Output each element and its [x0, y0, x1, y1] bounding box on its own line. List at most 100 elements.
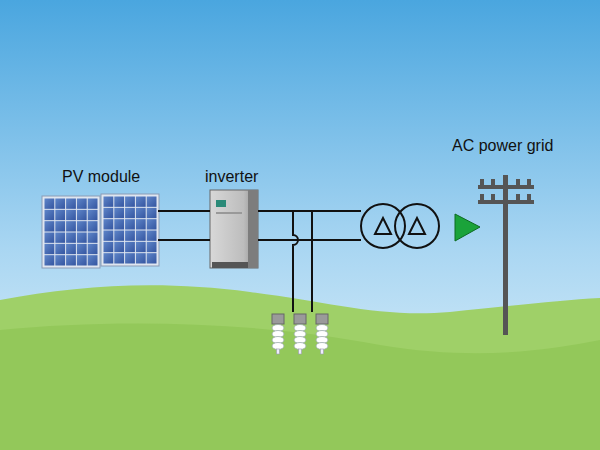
- green-hill-front: [0, 323, 600, 450]
- inverter-cabinet-part: [216, 200, 226, 207]
- light-bulb-part: [316, 343, 328, 350]
- transformer-symbol: [361, 204, 439, 248]
- pv-panel-part: [125, 219, 135, 229]
- utility-pole-part-part: [480, 194, 484, 200]
- wires-part: [258, 210, 361, 212]
- pv-panel-part: [147, 253, 157, 263]
- light-bulb-part: [272, 343, 284, 350]
- pv-panel-part: [136, 253, 146, 263]
- pv-panel-part: [55, 221, 65, 231]
- pv-panel-part: [125, 231, 135, 241]
- pv-panel-part: [136, 197, 146, 207]
- wires-part: [158, 210, 210, 212]
- utility-pole-part-part: [516, 179, 520, 185]
- pv-panel-part: [66, 221, 76, 231]
- component-label: PV module: [62, 168, 140, 186]
- pv-panel-part: [55, 233, 65, 243]
- pv-panel-part: [77, 199, 87, 209]
- wires-part: [311, 211, 313, 312]
- pv-panel-part: [114, 197, 124, 207]
- light-bulb-part: [294, 314, 306, 324]
- utility-pole-part: [478, 185, 534, 189]
- light-bulb-part: [277, 349, 280, 354]
- pv-panel-part: [114, 253, 124, 263]
- pv-panel-part: [88, 233, 98, 243]
- utility-pole-part-part: [527, 179, 531, 185]
- inverter-cabinet-part: [216, 212, 242, 214]
- wires-part: [158, 239, 210, 241]
- wires: [158, 211, 361, 312]
- light-bulb: [272, 314, 284, 354]
- pv-panel-part: [136, 208, 146, 218]
- green-hill: [0, 285, 600, 450]
- transformer-symbol-part: [361, 204, 405, 248]
- pv-panel-part: [55, 255, 65, 265]
- pv-panel-part: [104, 197, 114, 207]
- pv-panel-part: [55, 210, 65, 220]
- utility-pole-part-part: [491, 179, 495, 185]
- inverter-cabinet: [210, 190, 258, 268]
- pv-panel-part: [55, 244, 65, 254]
- light-bulbs: [272, 314, 328, 354]
- pv-panel-part: [147, 208, 157, 218]
- pv-panel-part: [77, 244, 87, 254]
- light-bulb-part: [272, 314, 284, 324]
- pv-panel-part: [147, 242, 157, 252]
- wires-part: [258, 239, 361, 241]
- pv-panel-part: [104, 208, 114, 218]
- light-bulb-part: [316, 314, 328, 324]
- pv-panel-part: [77, 221, 87, 231]
- transformer-symbol-part: [395, 204, 439, 248]
- pv-panel-part: [88, 244, 98, 254]
- wires-part: [293, 211, 298, 312]
- pv-panel-part: [66, 255, 76, 265]
- utility-pole-part-part: [480, 179, 484, 185]
- pv-panel-part: [45, 221, 55, 231]
- pv-panel-part: [45, 199, 55, 209]
- pv-panel-part: [114, 242, 124, 252]
- light-bulb-part: [299, 349, 302, 354]
- pv-panel-part: [125, 242, 135, 252]
- pv-panel-part: [45, 210, 55, 220]
- pv-panel-part: [88, 199, 98, 209]
- utility-pole-part: [503, 175, 508, 335]
- pv-panel-part: [88, 210, 98, 220]
- utility-pole-part-part: [491, 194, 495, 200]
- inverter-cabinet-part: [210, 190, 258, 268]
- utility-pole-part-part: [527, 194, 531, 200]
- pv-panel-part: [66, 199, 76, 209]
- pv-panel-part: [104, 219, 114, 229]
- component-label: inverter: [205, 168, 258, 186]
- utility-pole-part-part: [516, 194, 520, 200]
- pv-panel-part: [114, 208, 124, 218]
- pv-panel-part: [66, 233, 76, 243]
- inverter-cabinet-part: [248, 190, 258, 268]
- pv-panel-part: [77, 255, 87, 265]
- pv-panel: [101, 194, 159, 266]
- transformer-symbol-part: [375, 218, 391, 234]
- pv-panel-part: [55, 199, 65, 209]
- pv-panel-part: [104, 253, 114, 263]
- light-bulb: [316, 314, 328, 354]
- utility-pole-part: [480, 179, 531, 200]
- pv-panel-part: [77, 233, 87, 243]
- pv-panel-part: [88, 221, 98, 231]
- pv-panel-part: [125, 208, 135, 218]
- pv-panel-part: [147, 219, 157, 229]
- pv-panel-part: [101, 194, 159, 266]
- pv-panel-part: [147, 231, 157, 241]
- pv-panel: [42, 196, 100, 268]
- utility-pole-part: [478, 200, 534, 204]
- pv-panel-part: [42, 196, 100, 268]
- inverter-cabinet-part: [212, 262, 248, 268]
- pv-panel-part: [45, 244, 55, 254]
- grid-arrow: [455, 214, 480, 241]
- pv-panel-part: [45, 255, 55, 265]
- pv-panel-part: [104, 231, 114, 241]
- pv-panel-part: [77, 210, 87, 220]
- component-label: AC power grid: [452, 137, 553, 155]
- pv-panel-part: [104, 242, 114, 252]
- pv-panel-part: [136, 231, 146, 241]
